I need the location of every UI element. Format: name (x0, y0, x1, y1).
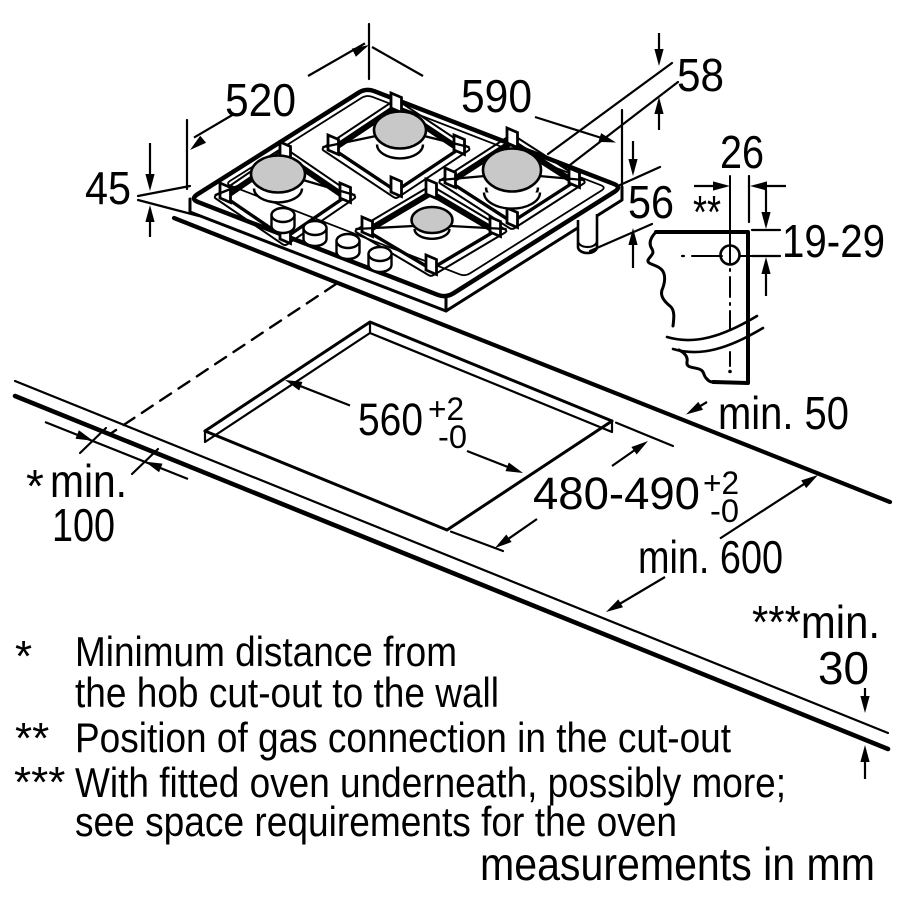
svg-text:**: ** (693, 186, 721, 238)
svg-text:26: 26 (720, 126, 764, 178)
svg-text:**: ** (15, 714, 49, 763)
svg-text:+2: +2 (703, 465, 739, 501)
svg-text:min. 50: min. 50 (718, 387, 849, 439)
svg-text:-0: -0 (438, 419, 467, 455)
svg-text:the hob cut-out to the wall: the hob cut-out to the wall (75, 669, 499, 716)
svg-text:58: 58 (677, 49, 724, 101)
svg-text:19-29: 19-29 (782, 215, 885, 267)
svg-text:520: 520 (225, 74, 296, 126)
svg-text:see space requirements for the: see space requirements for the oven (75, 798, 677, 845)
svg-text:560: 560 (358, 394, 423, 445)
svg-text:30: 30 (818, 642, 869, 694)
svg-text:min.: min. (50, 455, 127, 507)
svg-text:590: 590 (461, 70, 532, 122)
svg-text:480-490: 480-490 (533, 468, 700, 519)
svg-text:min. 600: min. 600 (638, 531, 783, 583)
svg-text:measurements in mm: measurements in mm (480, 838, 875, 890)
svg-text:***min.: ***min. (752, 596, 880, 648)
svg-text:*: * (15, 632, 32, 681)
svg-text:56: 56 (628, 176, 674, 228)
svg-text:Position of gas connection in: Position of gas connection in the cut-ou… (75, 714, 731, 761)
svg-text:+2: +2 (428, 391, 464, 427)
svg-text:***: *** (14, 758, 65, 807)
svg-text:-0: -0 (710, 493, 739, 529)
svg-text:45: 45 (85, 162, 131, 214)
svg-text:Minimum distance from: Minimum distance from (75, 628, 457, 675)
svg-text:100: 100 (52, 499, 115, 551)
svg-text:With fitted oven underneath, p: With fitted oven underneath, possibly mo… (75, 759, 786, 806)
svg-text:*: * (26, 460, 44, 512)
